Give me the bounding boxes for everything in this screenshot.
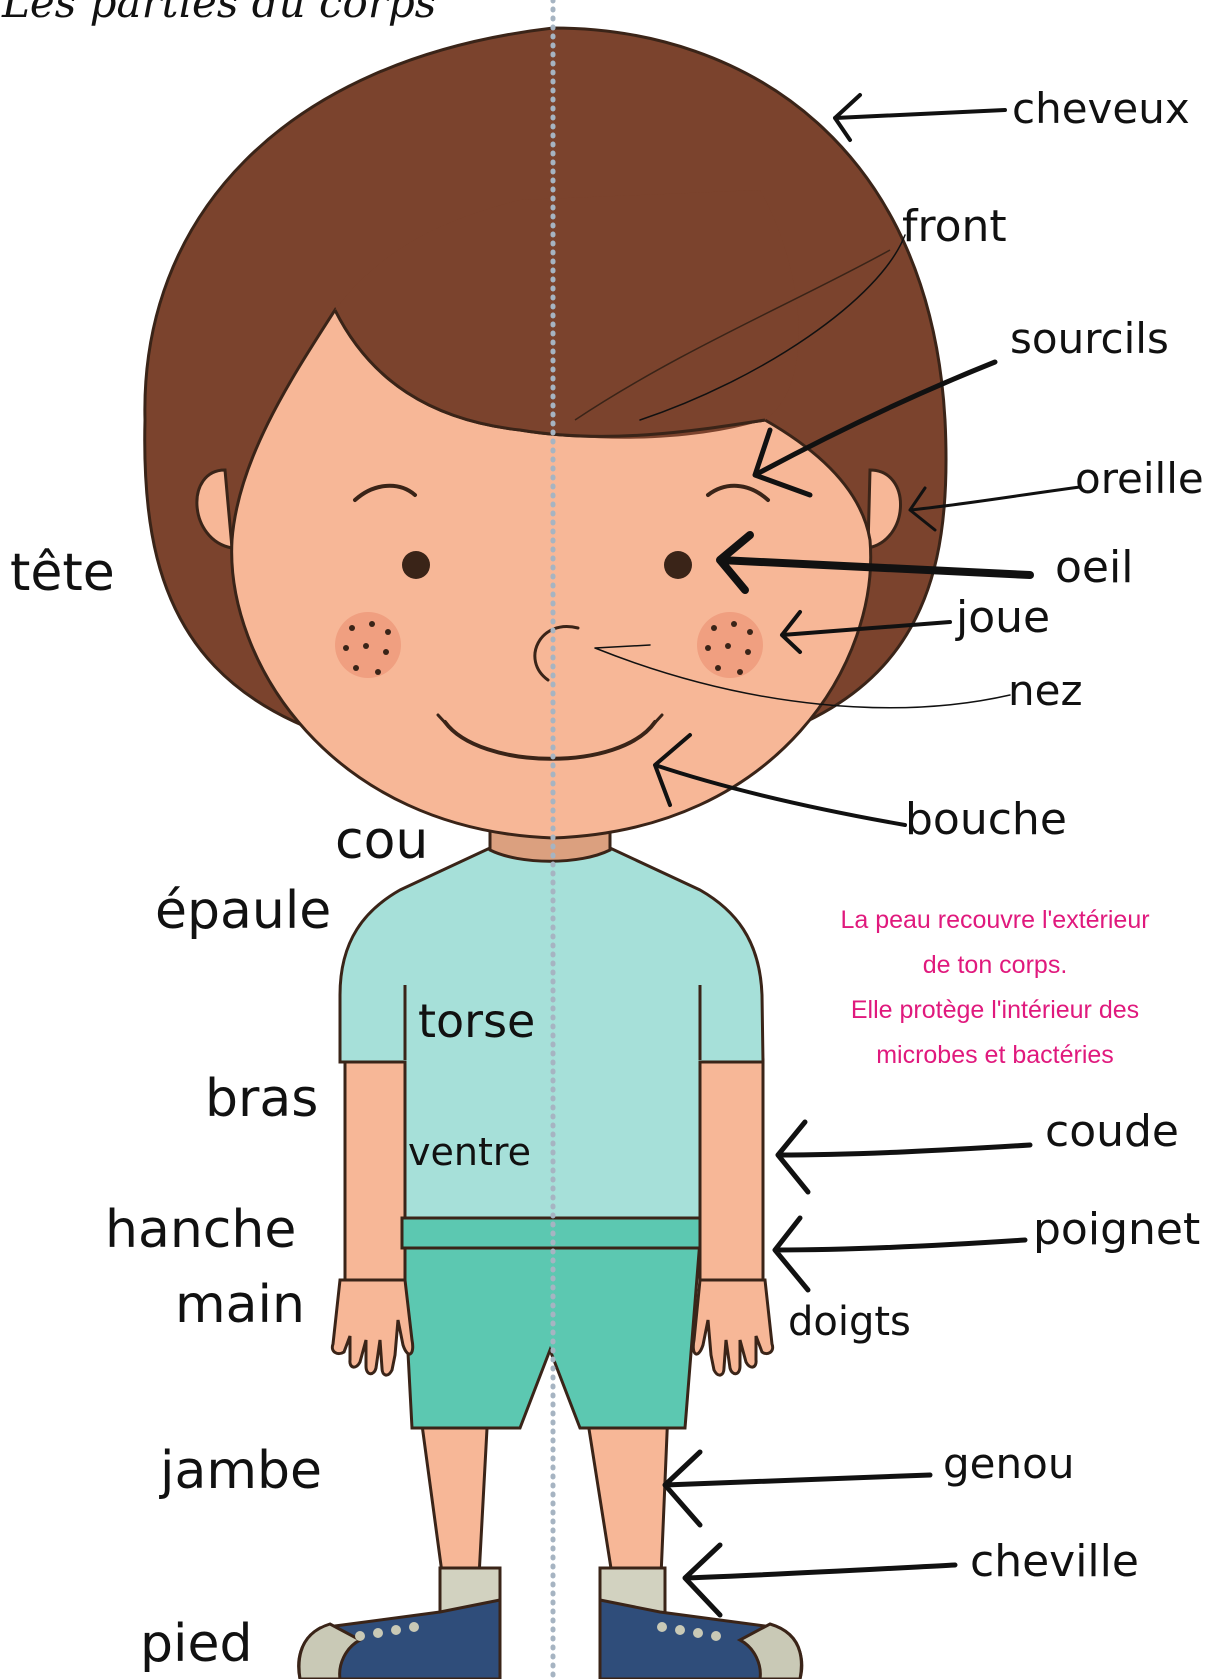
label-nez: nez — [1008, 670, 1083, 712]
label-doigts: doigts — [788, 1302, 911, 1342]
arrow-cheville — [685, 1545, 955, 1615]
arrow-coude — [778, 1122, 1030, 1192]
label-sourcils: sourcils — [1010, 318, 1169, 360]
label-pied: pied — [140, 1618, 252, 1670]
label-bras: bras — [205, 1073, 318, 1125]
right-hand — [693, 1280, 772, 1375]
skin-note-line-4: microbes et bactéries — [785, 1033, 1205, 1078]
diagram-title: Les parties du corps — [2, 0, 436, 27]
left-arm — [345, 1060, 405, 1315]
label-tete: tête — [10, 547, 115, 599]
label-cheveux: cheveux — [1012, 88, 1190, 130]
skin-note-line-1: La peau recouvre l'extérieur — [785, 898, 1205, 943]
left-eye — [402, 551, 430, 579]
arrow-cheveux — [835, 95, 1005, 140]
skin-note: La peau recouvre l'extérieur de ton corp… — [785, 898, 1205, 1078]
label-main: main — [175, 1279, 305, 1331]
label-hanche: hanche — [105, 1204, 296, 1256]
shoes — [299, 1600, 802, 1679]
label-ventre: ventre — [408, 1133, 531, 1171]
right-eye — [664, 551, 692, 579]
label-jambe: jambe — [160, 1445, 322, 1497]
skin-note-line-2: de ton corps. — [785, 943, 1205, 988]
arrow-genou — [665, 1452, 930, 1525]
label-genou: genou — [943, 1443, 1074, 1485]
label-joue: joue — [956, 596, 1050, 640]
left-hand — [332, 1280, 412, 1375]
arrow-poignet — [775, 1218, 1025, 1290]
label-oreille: oreille — [1075, 458, 1204, 500]
label-front: front — [902, 205, 1007, 249]
label-poignet: poignet — [1033, 1208, 1200, 1252]
skin-note-line-3: Elle protège l'intérieur des — [785, 988, 1205, 1033]
label-oeil: oeil — [1055, 546, 1133, 590]
label-bouche: bouche — [905, 798, 1067, 842]
right-arm — [700, 1060, 763, 1315]
label-cheville: cheville — [970, 1540, 1139, 1584]
label-torse: torse — [418, 998, 535, 1044]
label-cou: cou — [335, 815, 428, 867]
label-epaule: épaule — [155, 885, 331, 937]
label-coude: coude — [1045, 1110, 1179, 1154]
